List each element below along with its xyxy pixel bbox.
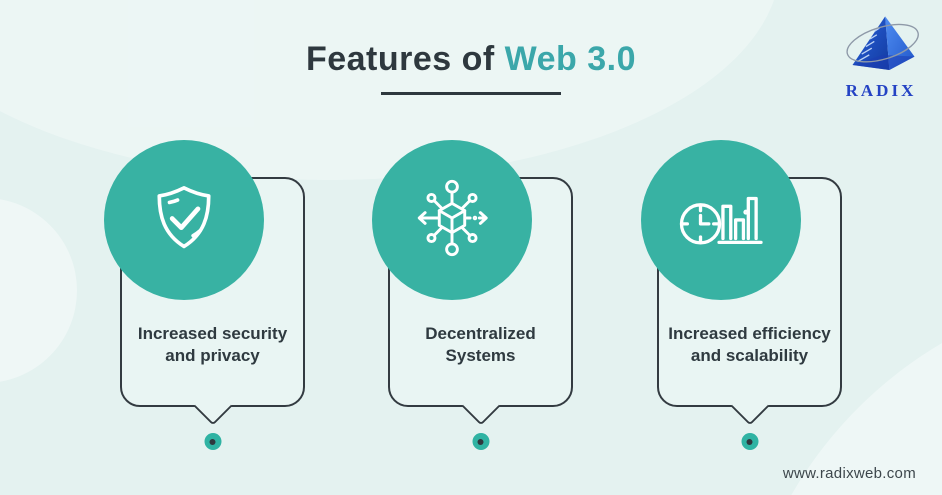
- website-url: www.radixweb.com: [782, 465, 916, 482]
- feature-icon-circle: [641, 140, 801, 300]
- feature-label: Increased security and privacy: [137, 324, 288, 366]
- shield-check-icon: [141, 175, 227, 266]
- title-underline: [381, 92, 561, 95]
- feature-label: Decentralized Systems: [425, 324, 536, 366]
- background-deco-circle-left: [0, 198, 77, 383]
- feature-card-decentralized: Decentralized Systems: [372, 140, 573, 450]
- decentralized-network-icon: [408, 174, 496, 267]
- connector-dot: [204, 433, 221, 450]
- clock-bar-chart-icon: [674, 178, 768, 263]
- logo-brand-text: RADIX: [845, 81, 917, 100]
- feature-card-efficiency: Increased efficiency and scalability: [641, 140, 842, 450]
- connector-dot: [472, 433, 489, 450]
- connector-dot: [741, 433, 758, 450]
- page-title-prefix: Features of: [305, 40, 495, 78]
- pyramid-logo-icon: [839, 16, 923, 79]
- feature-icon-circle: [104, 140, 264, 300]
- feature-label: Increased efficiency and scalability: [668, 324, 831, 366]
- page-title: Features of Web 3.0: [0, 40, 942, 79]
- radix-logo: RADIX: [833, 13, 929, 101]
- page-title-highlight: Web 3.0: [504, 40, 637, 78]
- header: Features of Web 3.0: [0, 40, 942, 95]
- feature-card-security: Increased security and privacy: [104, 140, 305, 450]
- feature-icon-circle: [372, 140, 532, 300]
